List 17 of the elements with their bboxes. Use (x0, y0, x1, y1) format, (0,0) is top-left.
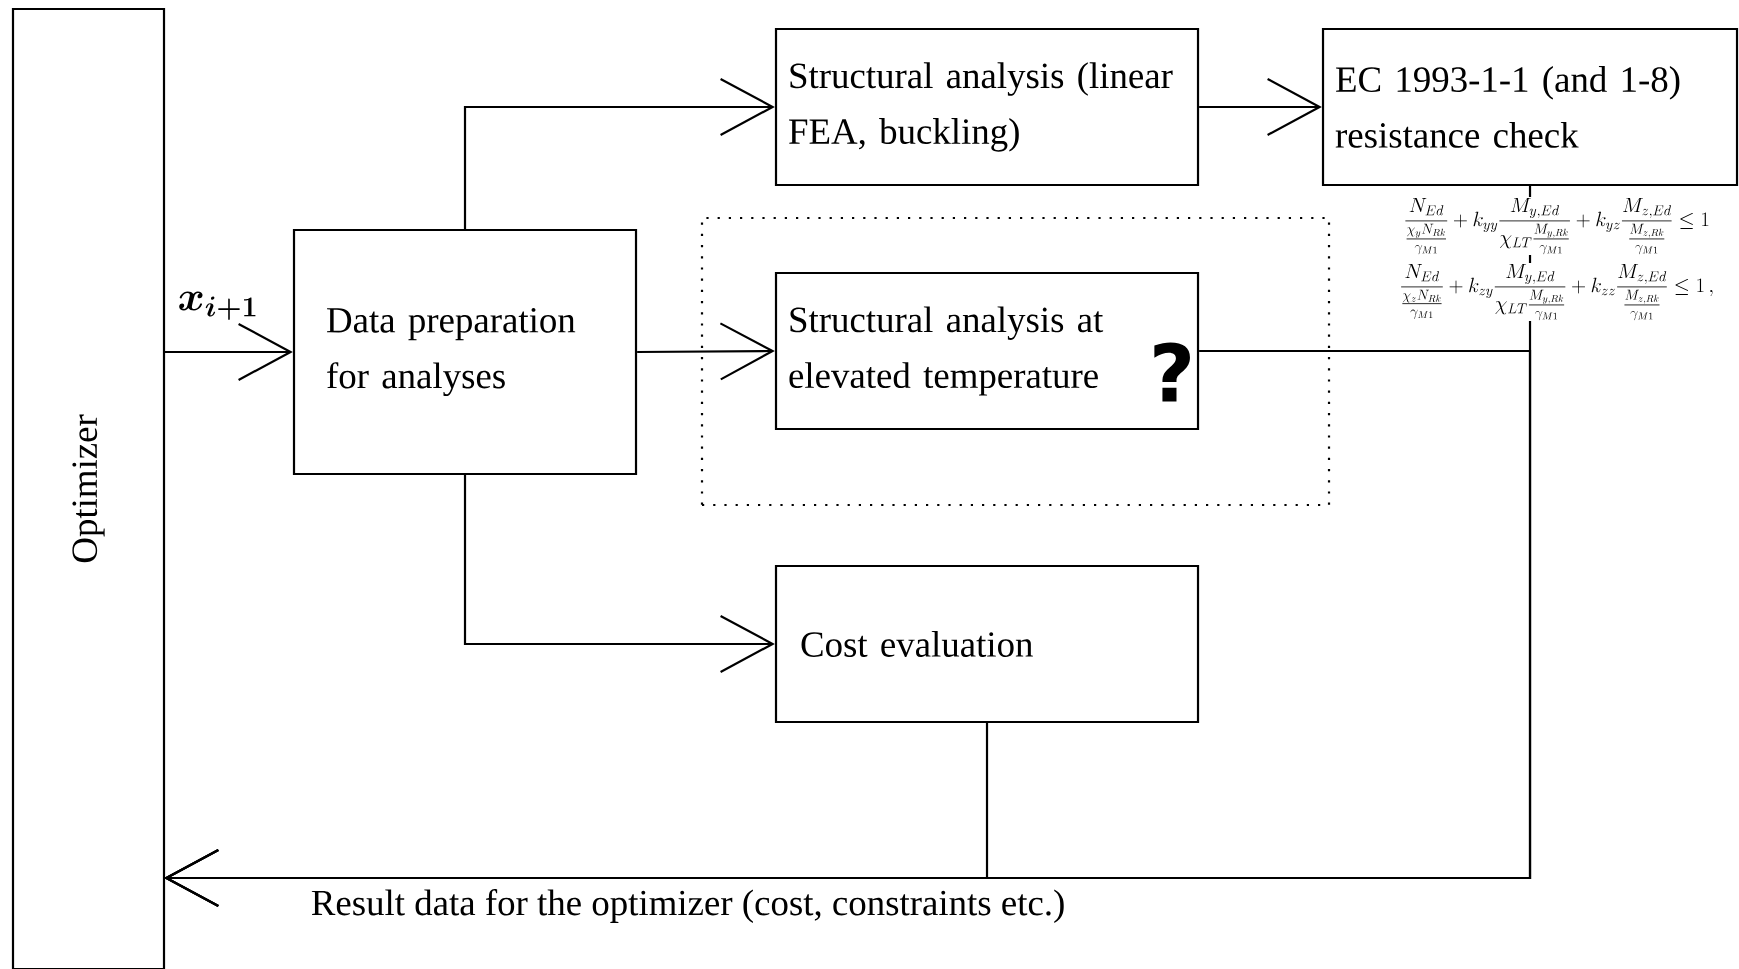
edge-label: $\boldsymbol{x_{i+1}}$ (179, 291, 256, 320)
optimizer-box: Optimizer (11, 7, 166, 969)
arrow (463, 475, 775, 673)
process-box: Data preparation for analyses (292, 228, 638, 476)
formula: $\frac{N_{Ed}}{\frac{\chi_z N_{Rk}}{\gamma_{M1}}}+k_{zy}\frac{M_{y,Ed}}{\chi_{LT}\frac{M_{y,Rk}}{\gamma_{M1}}}+k_{zz}\frac{M_{z,Ed}}{\frac{M_{z,Rk}}{\gamma_{M1}}}\leq 1\,,$ (1398, 262, 1716, 321)
process-box: Structural analysis (linear FEA, buckling) (774, 27, 1200, 187)
arrow (1199, 78, 1322, 136)
process-box: Cost evaluation (774, 564, 1200, 724)
dotted-group-box (700, 216, 1331, 507)
arrow (164, 723, 989, 907)
formula: $\frac{N_{Ed}}{\frac{\chi_y N_{Rk}}{\gamma_{M1}}}+k_{yy}\frac{M_{y,Ed}}{\chi_{LT}\frac{M_{y,Rk}}{\gamma_{M1}}}+k_{yz}\frac{M_{z,Ed}}{\frac{M_{z,Rk}}{\gamma_{M1}}}\leq 1$ (1403, 196, 1711, 255)
arrow (164, 323, 293, 381)
annotation-text: Result data for the optimizer (cost, constraints etc.) (311, 889, 1064, 923)
arrow (637, 322, 775, 381)
arrow (463, 78, 775, 229)
question-mark: ? (1154, 342, 1190, 402)
process-box: EC 1993-1-1 (and 1-8) resistance check (1321, 27, 1739, 187)
